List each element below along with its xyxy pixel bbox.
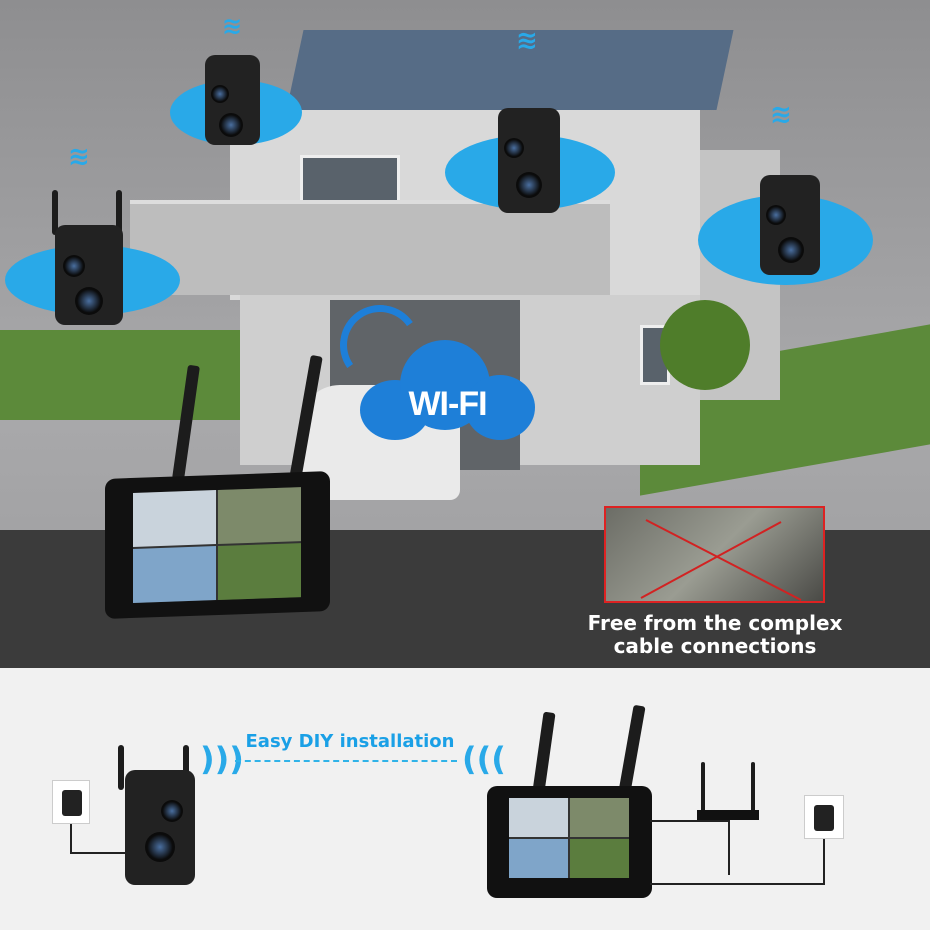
wifi-icon: ≋	[516, 26, 538, 56]
cable-caption: Free from the complex cable connections	[587, 611, 843, 658]
cable-clutter-photo	[604, 506, 825, 603]
wifi-icon: (((	[462, 740, 506, 778]
wifi-label: WI-FI	[408, 385, 487, 423]
camera-icon	[205, 55, 260, 145]
network-cable	[650, 820, 730, 875]
install-label: Easy DIY installation	[245, 731, 455, 752]
power-cable	[650, 839, 825, 885]
camera-icon	[125, 770, 195, 885]
monitor-screen	[509, 798, 629, 878]
nvr-monitor-icon	[487, 786, 652, 898]
monitor-screen	[133, 487, 301, 603]
power-adapter-icon	[804, 795, 844, 839]
antenna	[183, 745, 189, 790]
wifi-icon: ≋	[68, 142, 90, 172]
power-adapter-icon	[52, 780, 90, 824]
dashed-link	[235, 760, 457, 762]
router-icon	[697, 762, 759, 822]
wifi-icon: ≋	[770, 100, 792, 130]
tree	[660, 300, 750, 390]
antenna	[52, 190, 58, 235]
wifi-icon: )))	[200, 740, 244, 778]
cloud-icon	[360, 340, 535, 440]
house-roof	[286, 30, 734, 110]
camera-icon	[760, 175, 820, 275]
camera-icon	[55, 225, 123, 325]
cross-icon	[640, 519, 802, 601]
balcony	[130, 200, 610, 295]
nvr-monitor-icon	[105, 471, 330, 619]
power-cable	[70, 824, 140, 854]
antenna	[118, 745, 124, 790]
camera-icon	[498, 108, 560, 213]
antenna	[116, 190, 122, 235]
lawn	[0, 330, 240, 420]
wifi-icon: ≋	[222, 12, 243, 40]
